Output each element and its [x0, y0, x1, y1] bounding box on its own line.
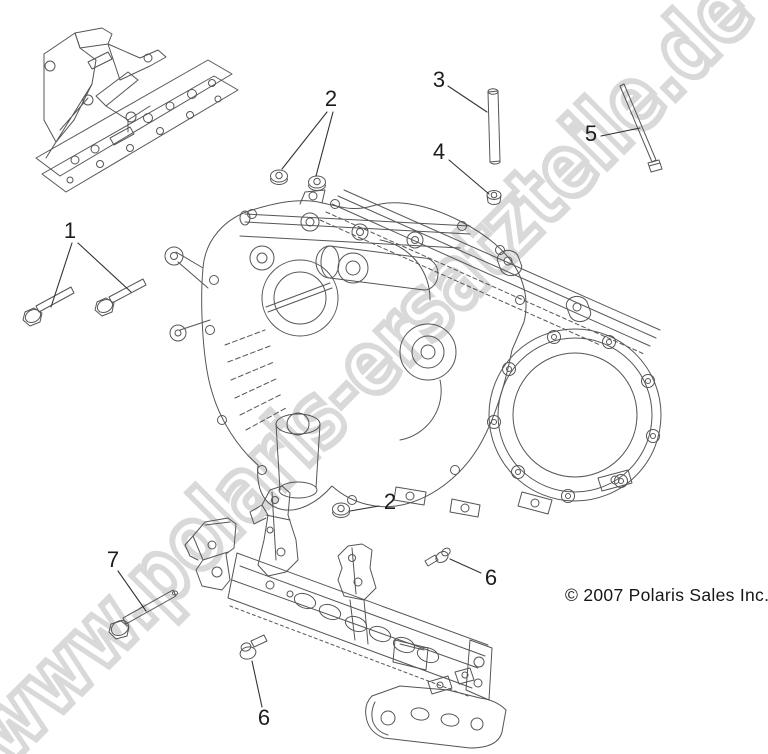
- copyright-text: © 2007 Polaris Sales Inc.: [565, 585, 768, 605]
- bolt-6a-drawing: [424, 547, 451, 567]
- flange-nut-4-drawing: [486, 190, 502, 205]
- callout-5: 5: [584, 121, 598, 146]
- flange-nut-2b-drawing: [308, 175, 326, 191]
- flange-nut-2a-drawing: [270, 169, 288, 185]
- callout-1: 1: [63, 218, 77, 243]
- callout-2-upper: 2: [324, 86, 338, 111]
- callout-6-right: 6: [484, 565, 498, 590]
- main-gearcase-drawing: [164, 189, 662, 518]
- flange-nut-2c-drawing: [332, 502, 350, 518]
- bolt-7-drawing: [108, 589, 178, 640]
- callout-6-bottom: 6: [257, 705, 271, 730]
- leader-lines: [50, 85, 641, 708]
- bolt-5-drawing: [619, 83, 663, 173]
- bolt-1a-drawing: [22, 286, 75, 327]
- callout-4: 4: [432, 139, 446, 164]
- bolt-6b-drawing: [239, 634, 268, 660]
- hardware-drawings: [22, 83, 663, 660]
- callout-3: 3: [432, 67, 446, 92]
- spacer-tube-3-drawing: [487, 88, 501, 165]
- front-frame-drawing: [184, 485, 507, 749]
- engine-mount-bracket-drawing: [35, 27, 239, 193]
- callout-7: 7: [106, 547, 120, 572]
- callout-2-lower: 2: [383, 489, 397, 514]
- bolt-1b-drawing: [94, 278, 147, 317]
